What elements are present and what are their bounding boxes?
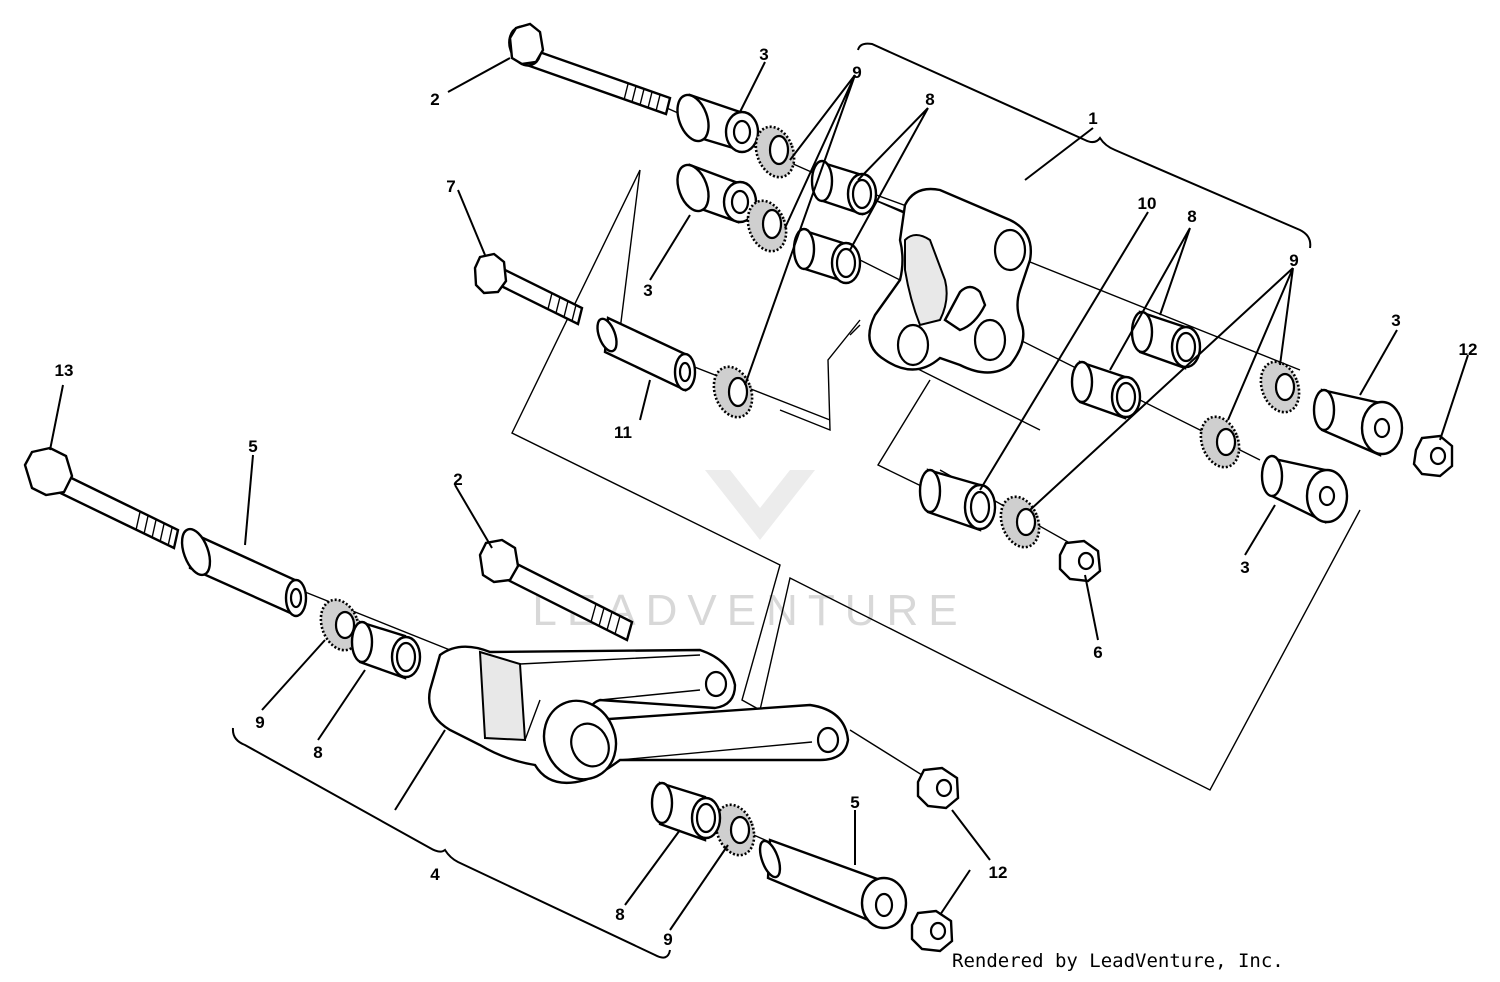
sleeve-part-5-a	[180, 527, 308, 618]
render-credit: Rendered by LeadVenture, Inc.	[952, 950, 1284, 972]
bracket-assembly-1	[857, 42, 1312, 249]
bushing-part-8-b	[792, 227, 862, 285]
callout-9-c: 9	[255, 713, 264, 732]
bearing-part-9-d	[1259, 360, 1301, 414]
nut-part-12-b	[916, 766, 960, 810]
callout-3-a: 3	[759, 45, 768, 64]
bolt-part-13	[23, 446, 180, 550]
callout-9-b: 9	[1289, 251, 1298, 270]
callout-1: 1	[1088, 109, 1097, 128]
bolt-part-2-lower	[478, 538, 634, 642]
bearing-part-9-g	[319, 598, 361, 652]
bushing-part-8-d	[1070, 360, 1142, 420]
nut-part-12-c	[910, 909, 954, 953]
bearing-part-9-f	[999, 495, 1041, 549]
callout-5-b: 5	[850, 793, 859, 812]
callout-3-c: 3	[1391, 311, 1400, 330]
callout-12-a: 12	[1459, 340, 1478, 359]
nut-part-6	[1058, 539, 1102, 583]
spacer-part-3-d	[1260, 454, 1349, 524]
callout-8-b: 8	[1187, 207, 1196, 226]
callout-6: 6	[1093, 643, 1102, 662]
spacer-part-3-c	[1312, 388, 1404, 457]
link-part-1	[868, 187, 1032, 374]
alignment-lines	[299, 104, 1361, 901]
callout-13: 13	[55, 361, 74, 380]
bearing-part-9-e	[1199, 415, 1241, 469]
callout-4: 4	[430, 865, 440, 884]
callout-3-b: 3	[643, 281, 652, 300]
link-part-4	[428, 645, 850, 785]
spacer-part-3-a	[676, 93, 760, 154]
callout-8-c: 8	[313, 743, 322, 762]
sleeve-part-5-b	[758, 838, 908, 930]
callout-7: 7	[446, 177, 455, 196]
bracket-assembly-4	[231, 727, 671, 959]
spacer-part-3-b	[676, 163, 758, 224]
callout-2-lower: 2	[453, 470, 462, 489]
callout-5-a: 5	[248, 437, 257, 456]
callout-3-d: 3	[1240, 558, 1249, 577]
bushing-part-8-c	[1130, 310, 1202, 370]
bushing-part-8-a	[810, 159, 878, 216]
bolt-part-2-top	[508, 22, 672, 116]
callout-12-b: 12	[989, 863, 1008, 882]
callout-8-d: 8	[615, 905, 624, 924]
callout-2-top: 2	[430, 90, 439, 109]
bearing-part-9-h	[714, 803, 756, 857]
callout-11: 11	[614, 423, 632, 442]
callout-labels: 1 2 2 3 3 3 3 4 5 5 6 7 8 8 8 8 9 9 9 9 …	[55, 45, 1478, 949]
bushing-part-8-f	[650, 781, 722, 842]
callout-8-a: 8	[925, 90, 934, 109]
bearing-part-9-b	[746, 199, 788, 253]
sleeve-part-11	[596, 316, 697, 392]
nut-part-12-a	[1412, 434, 1454, 478]
callout-9-a: 9	[852, 63, 861, 82]
callout-10: 10	[1138, 194, 1157, 213]
bearing-part-9-a	[754, 125, 796, 179]
bolt-part-7	[473, 252, 584, 326]
bushing-part-8-e	[350, 620, 422, 680]
callout-9-d: 9	[663, 930, 672, 949]
bearing-part-9-c	[712, 365, 754, 419]
bushing-part-10	[918, 468, 997, 532]
leader-lines	[49, 57, 1469, 931]
